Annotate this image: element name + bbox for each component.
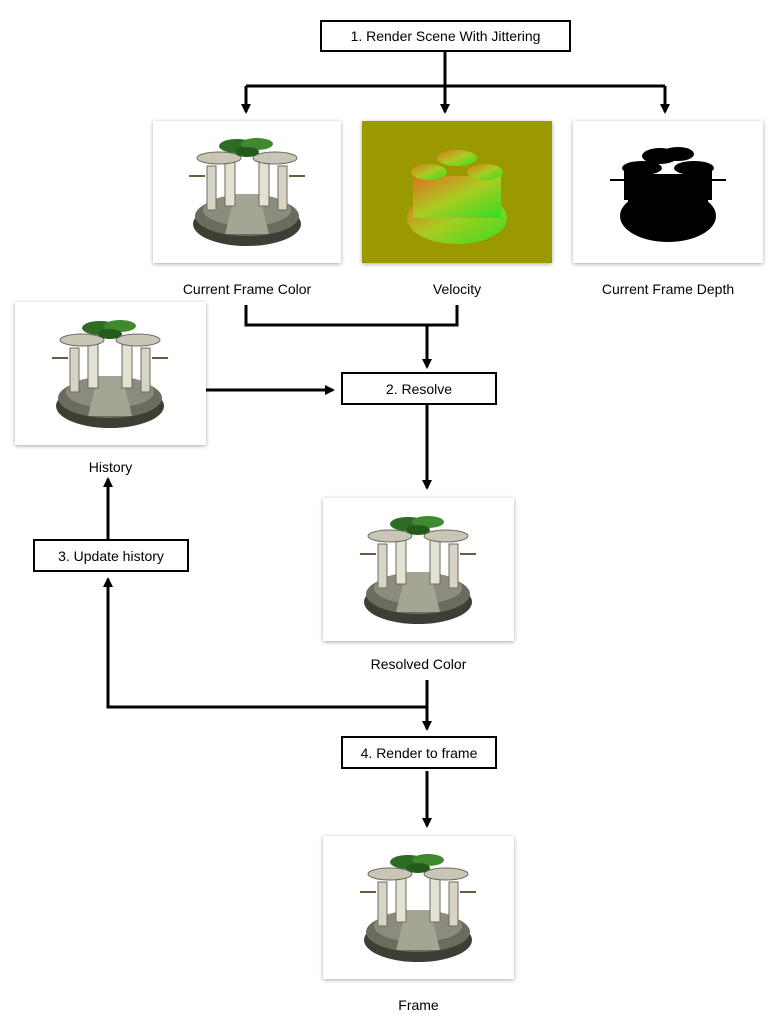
step-render-to-frame: 4. Render to frame xyxy=(341,736,497,769)
caption-current-frame-depth: Current Frame Depth xyxy=(601,281,735,297)
temple-render xyxy=(360,854,476,962)
caption-history: History xyxy=(88,459,133,475)
velocity-image xyxy=(362,121,552,263)
caption-current-frame-color: Current Frame Color xyxy=(182,281,312,297)
arrow-loop-to-update xyxy=(103,577,427,709)
velocity-silhouette xyxy=(407,150,507,244)
current-frame-depth-image xyxy=(573,121,763,263)
temple-render xyxy=(52,320,168,428)
caption-frame: Frame xyxy=(398,997,439,1013)
temple-render xyxy=(189,138,305,246)
resolved-color-image xyxy=(323,498,514,641)
step-render-scene: 1. Render Scene With Jittering xyxy=(320,20,571,52)
caption-resolved-color: Resolved Color xyxy=(370,656,467,672)
step-update-history: 3. Update history xyxy=(33,539,189,572)
arrow-color-velocity-merge xyxy=(244,305,459,327)
caption-velocity: Velocity xyxy=(432,281,482,297)
history-image xyxy=(15,302,206,445)
temple-render xyxy=(360,516,476,624)
current-frame-color-image xyxy=(153,121,341,263)
depth-silhouette xyxy=(610,147,726,242)
frame-image xyxy=(323,836,514,979)
step-resolve: 2. Resolve xyxy=(341,372,497,405)
